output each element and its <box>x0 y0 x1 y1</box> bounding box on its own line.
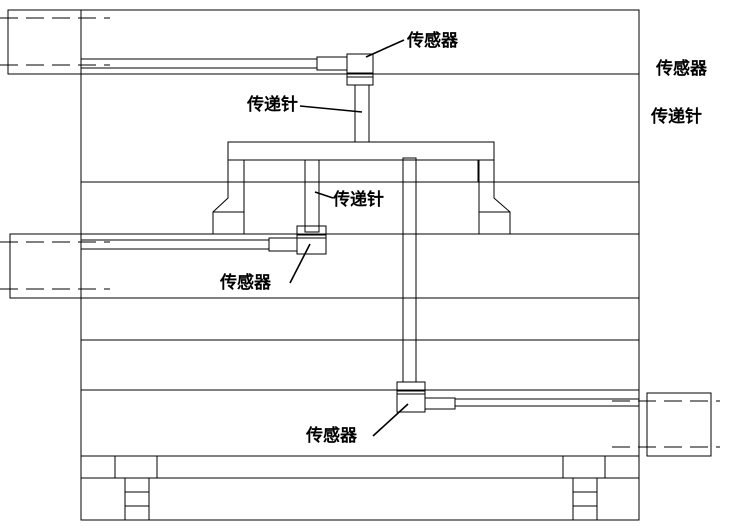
top-transfer-pin <box>354 84 370 143</box>
bottom-clamp-plate <box>80 477 640 521</box>
label-pin-mid: 传递针 <box>332 189 384 210</box>
leader-sensor-top <box>365 39 405 58</box>
bottom-sensor-cable <box>424 397 640 410</box>
middle-transfer-pin <box>304 159 320 233</box>
leader-pin-top <box>299 105 363 113</box>
leader-sensor-mid <box>289 243 311 284</box>
label-sensor-bottom: 传感器 <box>305 425 358 446</box>
label-pin-top: 传递针 <box>246 94 298 115</box>
label-sensor-top: 传感器 <box>406 30 459 51</box>
middle-left-amplifier-box <box>0 233 110 299</box>
mold-cavity-opening <box>212 141 511 235</box>
leader-pin-mid <box>314 191 334 199</box>
top-sensor-block <box>346 53 374 86</box>
ejector-plate <box>80 389 640 457</box>
label-sensor-mid: 传感器 <box>219 272 272 293</box>
molded-part <box>227 141 495 183</box>
top-clamp-plate <box>80 9 640 75</box>
middle-sensor-cable <box>80 237 298 252</box>
top-left-amplifier-box <box>0 9 110 75</box>
spacer-gap <box>80 297 640 341</box>
support-plate <box>80 233 640 299</box>
bottom-right-amplifier-box <box>612 392 720 457</box>
bottom-sensor-block <box>396 381 426 413</box>
middle-sensor-block <box>296 225 327 255</box>
leader-sensor-bottom <box>372 403 409 437</box>
cavity-plate <box>80 73 640 183</box>
ejector-retainer-plate <box>80 339 640 391</box>
top-sensor-cable <box>80 56 348 71</box>
side-label-sensor: 传感器 <box>655 58 708 79</box>
bottom-rail <box>80 455 640 479</box>
long-transfer-pin <box>402 157 417 383</box>
side-label-pin: 传递针 <box>650 106 702 127</box>
